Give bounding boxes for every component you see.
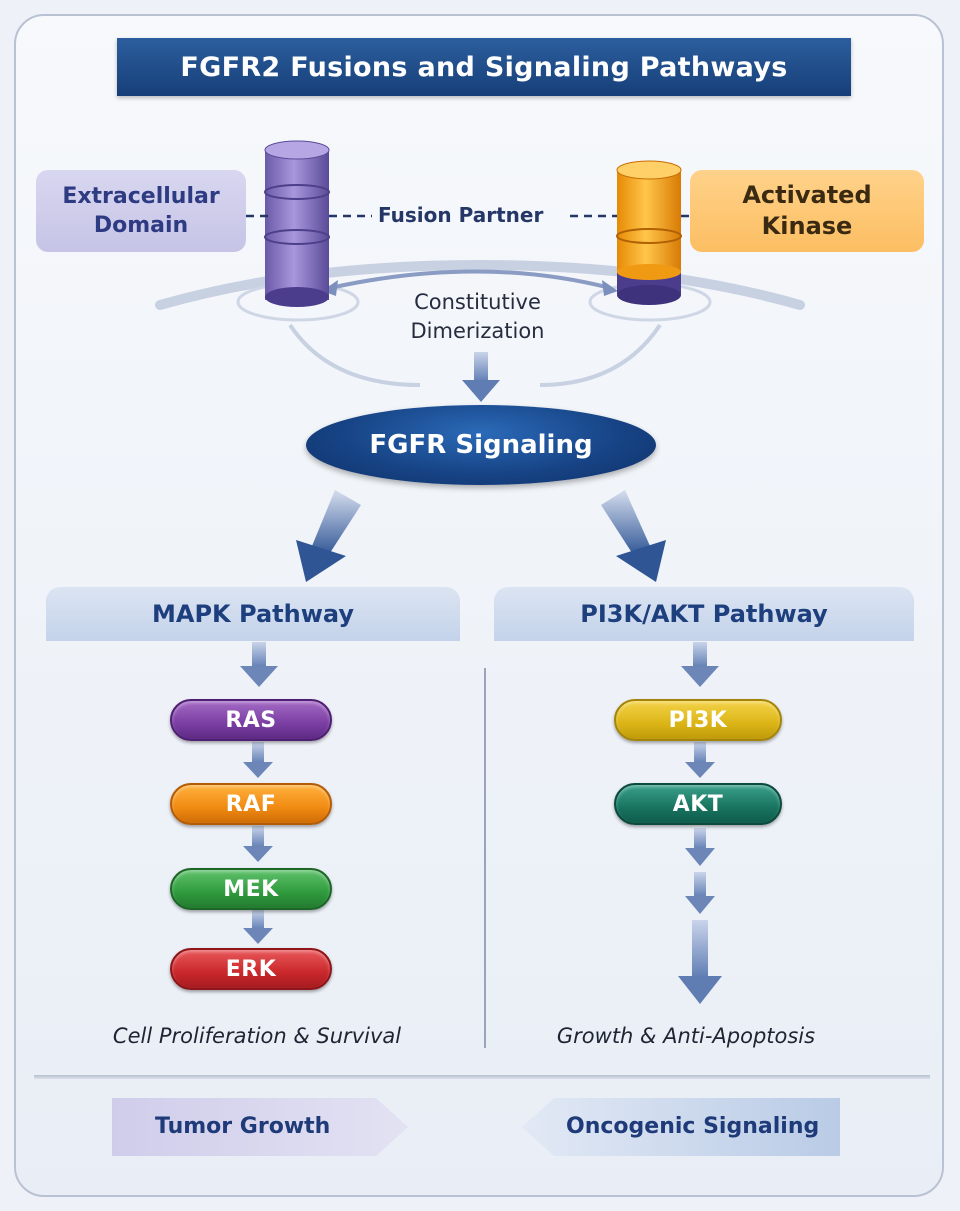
activated-kinase-box: Activated Kinase: [690, 170, 924, 252]
dimerization-line-2: Dimerization: [410, 319, 545, 343]
oncogenic-signaling-label: Oncogenic Signaling: [566, 1114, 820, 1139]
ras-node: RAS: [170, 699, 332, 741]
extracellular-domain-box: Extracellular Domain: [36, 170, 246, 252]
fusion-partner-label: Fusion Partner: [378, 203, 544, 227]
constitutive-dimerization-label: Constitutive Dimerization: [385, 288, 570, 346]
kinase-receptor-cylinder: [616, 160, 682, 305]
extracellular-line-1: Extracellular: [62, 184, 220, 209]
membrane-curve-right: [539, 323, 662, 387]
activated-kinase-line-2: Kinase: [761, 212, 853, 240]
tumor-growth-arrow: [112, 1098, 408, 1156]
arrow-to-mapk: [296, 490, 361, 582]
dimerization-line-1: Constitutive: [414, 290, 541, 314]
mapk-outcome: Cell Proliferation & Survival: [112, 1024, 402, 1048]
pi3k-outcome: Growth & Anti-Apoptosis: [556, 1024, 816, 1048]
extracellular-line-2: Domain: [93, 213, 189, 238]
akt-node: AKT: [614, 783, 782, 825]
diagram-title: FGFR2 Fusions and Signaling Pathways: [117, 38, 851, 96]
arrow-to-pi3k: [601, 490, 666, 582]
activated-kinase-line-1: Activated: [742, 181, 872, 209]
pathway-divider: [484, 668, 486, 1048]
dimer-double-arrow: [329, 269, 611, 290]
tumor-growth-label: Tumor Growth: [155, 1114, 331, 1139]
pi3k-node: PI3K: [614, 699, 782, 741]
mapk-pathway-header: MAPK Pathway: [46, 587, 460, 641]
fgfr-signaling-node: FGFR Signaling: [306, 405, 656, 485]
oncogenic-signaling-arrow: [522, 1098, 840, 1156]
erk-node: ERK: [170, 948, 332, 990]
arrow-to-fgfr: [462, 352, 500, 402]
pi3k-akt-pathway-header: PI3K/AKT Pathway: [494, 587, 914, 641]
extracellular-receptor-cylinder: [264, 140, 330, 307]
membrane-curve-left: [288, 323, 421, 387]
bottom-divider: [34, 1075, 930, 1079]
mek-node: MEK: [170, 868, 332, 910]
membrane-arc: [155, 259, 805, 310]
raf-node: RAF: [170, 783, 332, 825]
